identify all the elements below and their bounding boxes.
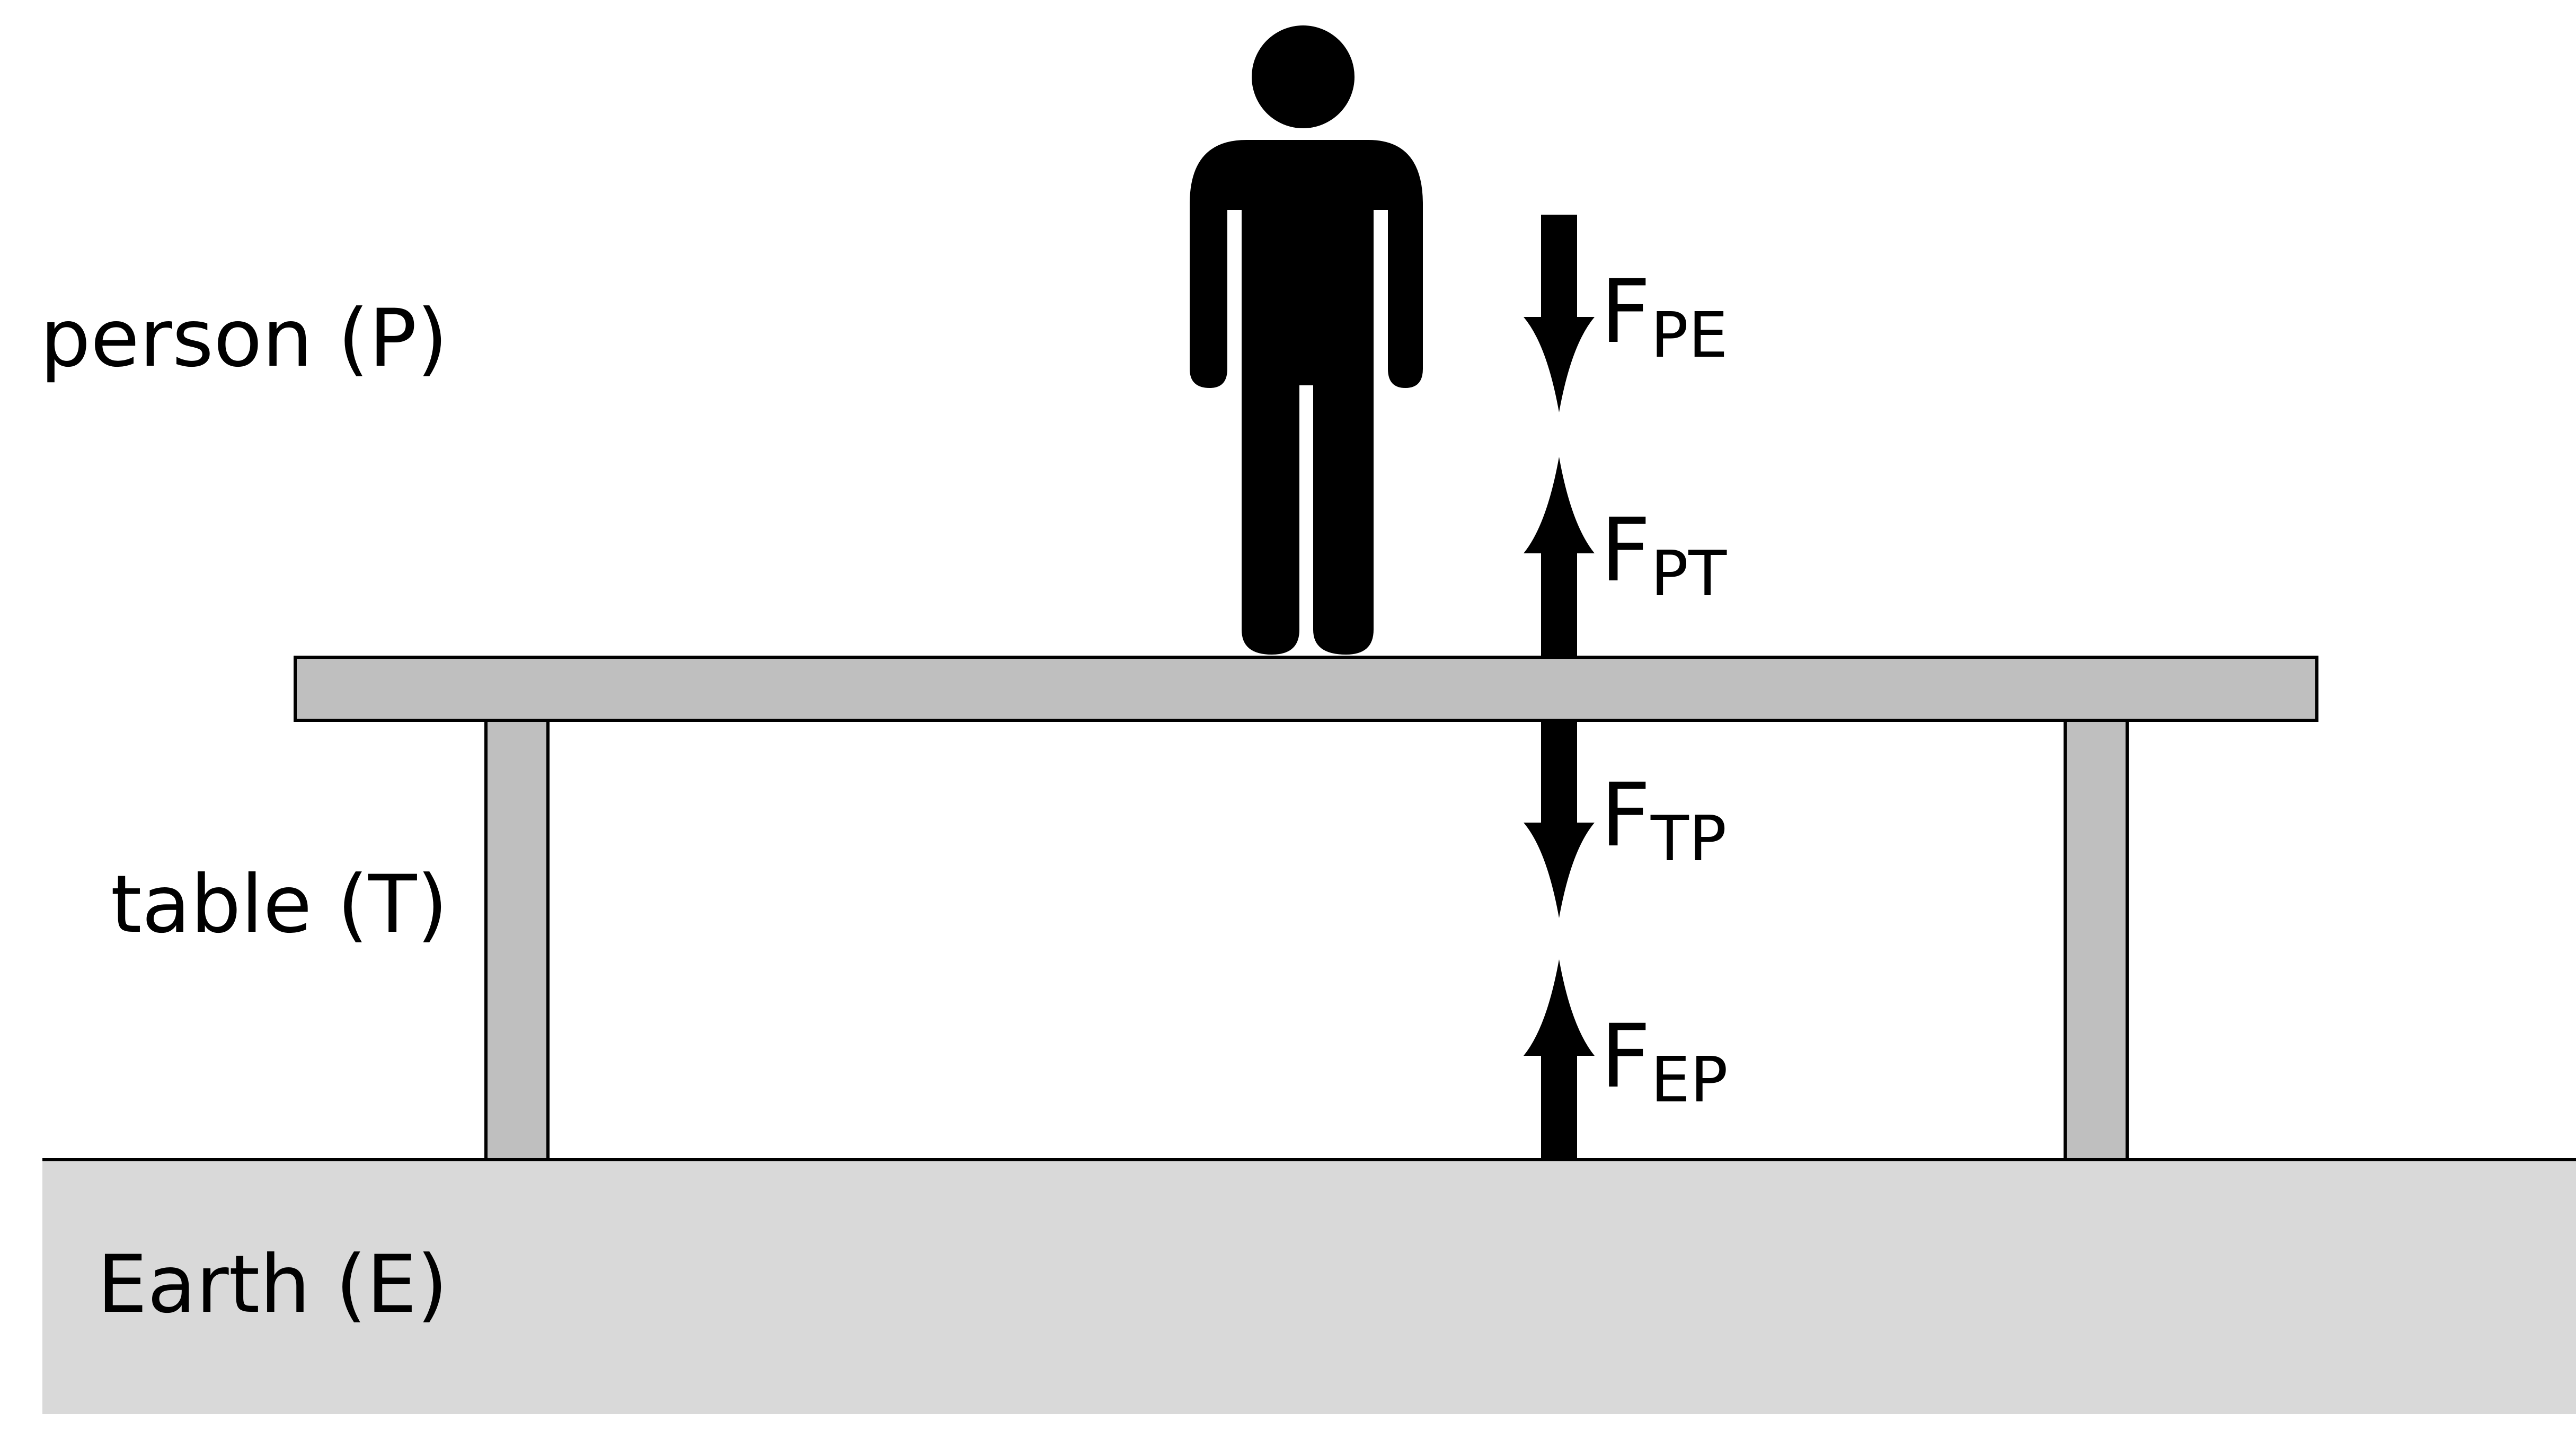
table-leg-right bbox=[2064, 719, 2129, 1161]
force-arrow-ep bbox=[1524, 959, 1595, 1160]
label-force-pe: FPE bbox=[1600, 261, 1728, 372]
force-subscript: PE bbox=[1651, 298, 1728, 372]
force-subscript: TP bbox=[1650, 802, 1727, 875]
force-subscript: EP bbox=[1651, 1043, 1728, 1116]
force-symbol: F bbox=[1600, 1005, 1651, 1107]
force-symbol: F bbox=[1600, 764, 1651, 866]
force-symbol: F bbox=[1600, 261, 1651, 363]
force-subscript: PT bbox=[1651, 537, 1727, 610]
earth-ground bbox=[42, 1160, 2576, 1414]
label-force-tp: FTP bbox=[1600, 764, 1727, 875]
label-person: person (P) bbox=[40, 293, 448, 385]
label-force-pt: FPT bbox=[1600, 499, 1727, 610]
person-head bbox=[1252, 25, 1355, 128]
force-arrow-tp bbox=[1524, 720, 1595, 918]
force-arrow-pe bbox=[1524, 215, 1595, 412]
person-body bbox=[1190, 140, 1423, 655]
label-force-ep: FEP bbox=[1600, 1005, 1728, 1116]
force-arrow-pt bbox=[1524, 457, 1595, 657]
force-symbol: F bbox=[1600, 499, 1651, 601]
table-top bbox=[294, 656, 2318, 722]
label-earth: Earth (E) bbox=[97, 1239, 448, 1331]
table-leg-left bbox=[484, 719, 550, 1161]
person-figure-icon bbox=[1190, 25, 1423, 655]
label-table: table (T) bbox=[111, 859, 448, 951]
